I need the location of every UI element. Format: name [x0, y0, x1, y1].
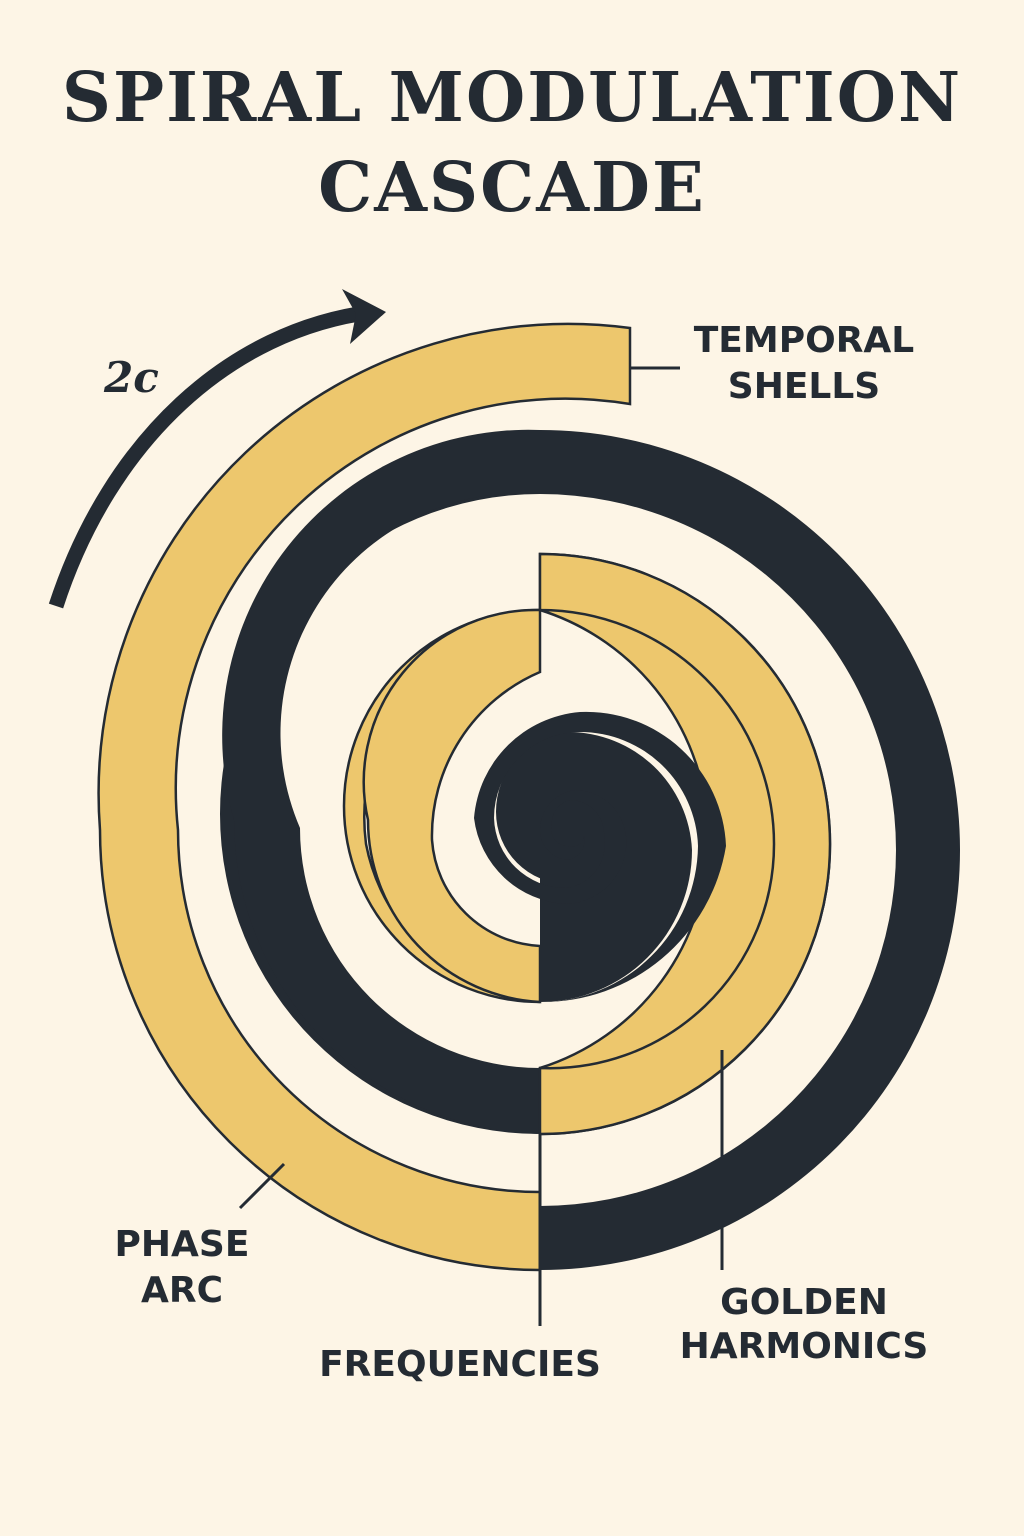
title-line-2: CASCADE — [318, 148, 706, 228]
temporal-shells-label-line1: TEMPORAL — [694, 320, 914, 361]
golden-harmonics-label-line1: GOLDEN — [720, 1282, 888, 1323]
golden-harmonics-ring-right — [538, 552, 832, 1136]
phase-arc-label-line2: ARC — [141, 1270, 223, 1311]
frequency-ring-left-body — [362, 608, 542, 1004]
core-spiral — [495, 730, 692, 1002]
title-line-1: SPIRAL MODULATION — [61, 58, 963, 138]
phase-arc-label-line1: PHASE — [115, 1224, 250, 1265]
rotation-arrowhead — [342, 289, 386, 344]
frequencies-label: FREQUENCIES — [319, 1344, 601, 1385]
phase-arc — [97, 322, 632, 1272]
phase-arc-leader — [238, 1162, 286, 1210]
rotation-arrow — [48, 304, 373, 609]
golden-harmonics-label-line2: HARMONICS — [680, 1326, 929, 1367]
navy-shell-right — [540, 430, 960, 1270]
temporal-shells-label-line2: SHELLS — [728, 366, 880, 407]
arrow-label: 2c — [103, 353, 159, 402]
navy-shell-left-body — [222, 429, 541, 1135]
